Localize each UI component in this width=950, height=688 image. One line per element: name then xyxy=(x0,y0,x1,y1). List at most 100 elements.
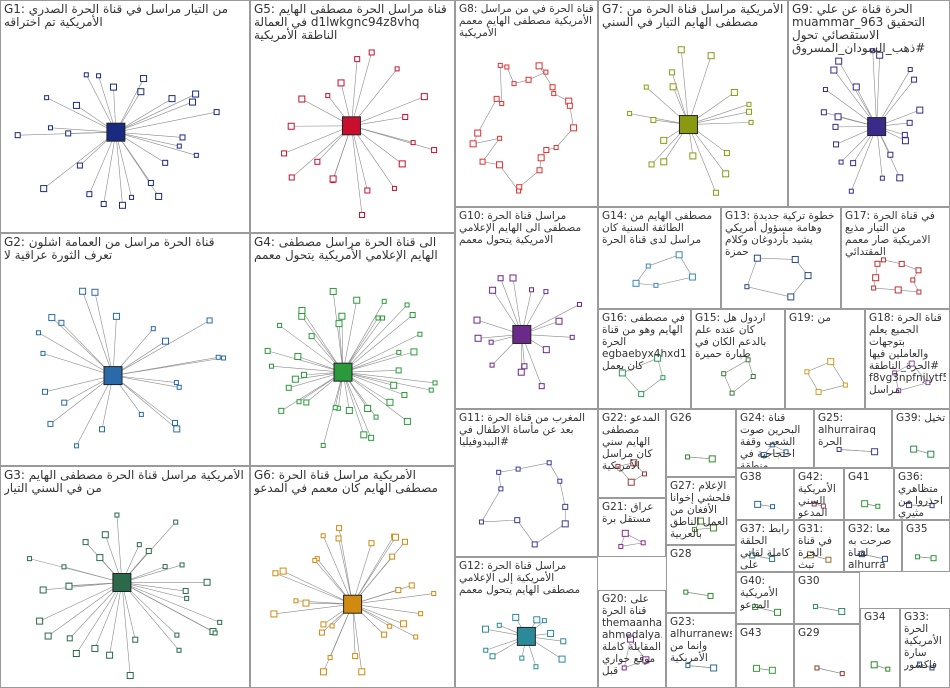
node xyxy=(642,472,646,476)
node xyxy=(359,669,365,675)
edge xyxy=(473,138,500,144)
edge xyxy=(819,385,846,392)
node xyxy=(676,252,682,258)
node xyxy=(670,70,675,75)
node xyxy=(479,520,483,524)
edge xyxy=(757,258,795,259)
node xyxy=(711,665,717,671)
edge xyxy=(113,358,224,376)
node xyxy=(835,114,841,120)
node xyxy=(382,299,386,303)
edge xyxy=(353,594,434,605)
node xyxy=(554,146,558,150)
node xyxy=(470,141,476,147)
node xyxy=(183,589,188,594)
node xyxy=(207,318,212,323)
node xyxy=(708,593,713,598)
node xyxy=(399,161,405,167)
node xyxy=(15,133,20,138)
edge xyxy=(535,524,565,545)
hub-node xyxy=(104,367,122,385)
group-G1: G1: من التيار مراسل في قناة الحرة الصدري… xyxy=(0,0,250,233)
node xyxy=(567,103,572,108)
group-G4: G4: الى قناة الحرة مراسل مصطفى الهايم ال… xyxy=(250,233,455,466)
group-graph xyxy=(599,1,787,206)
node xyxy=(80,288,86,294)
group-label: G29 xyxy=(798,627,856,639)
group-G21: G21: عراق مستقل برة xyxy=(598,498,666,557)
node xyxy=(651,117,656,122)
edge xyxy=(122,582,179,650)
group-G2: G2: قناة الحرة مراسل من العمامة اشلون تع… xyxy=(0,233,250,466)
node xyxy=(731,89,737,95)
node xyxy=(137,543,141,547)
group-label: G36: متظاهري احذروا من مثيري xyxy=(898,471,946,519)
node xyxy=(686,455,690,459)
node xyxy=(299,313,305,319)
node xyxy=(559,656,565,662)
node xyxy=(490,654,495,659)
group-G26: G26 xyxy=(666,409,736,477)
node xyxy=(396,368,401,373)
node xyxy=(321,622,326,627)
node xyxy=(419,612,423,616)
node xyxy=(271,611,277,617)
node xyxy=(119,202,125,208)
node xyxy=(280,568,286,574)
node xyxy=(886,667,890,671)
node xyxy=(489,340,493,344)
node xyxy=(40,587,46,593)
node xyxy=(839,608,845,614)
node xyxy=(686,664,690,668)
node xyxy=(194,153,198,157)
group-graph xyxy=(251,234,454,465)
edge xyxy=(76,376,113,446)
node xyxy=(849,189,853,193)
group-G29: G29 xyxy=(794,624,860,688)
node xyxy=(369,50,374,55)
group-G40: G40: الأمريكية المدعو xyxy=(736,572,794,624)
node xyxy=(628,479,634,485)
edge xyxy=(284,126,351,154)
node xyxy=(365,188,370,193)
group-label: G16: في مصطفى الهايم وهو من قناة الحرة e… xyxy=(602,312,687,372)
hub-node xyxy=(513,325,531,343)
node xyxy=(670,84,676,90)
node xyxy=(853,84,859,90)
node xyxy=(547,461,551,465)
group-label: G31: في قناة الحرة تبث لقطات من xyxy=(798,523,840,572)
group-label: G1: من التيار مراسل في قناة الحرة الصدري… xyxy=(4,3,246,29)
node xyxy=(751,375,755,379)
node xyxy=(931,556,936,561)
node xyxy=(875,261,880,266)
node xyxy=(301,372,306,377)
group-G10: G10: مراسل قناة الحرة مصطفى الى الهايم ا… xyxy=(455,207,598,409)
edge xyxy=(47,98,116,133)
node xyxy=(484,648,488,652)
node xyxy=(336,321,342,327)
group-G14: G14: مصطفى الهايم من الطائفة السنية كان … xyxy=(598,207,721,309)
node xyxy=(289,175,294,180)
group-G16: G16: في مصطفى الهايم وهو من قناة الحرة e… xyxy=(598,309,691,409)
edge xyxy=(351,126,367,191)
edge xyxy=(339,538,353,604)
group-G22: G22: المدعو مصطفى الهايم سني كان مراسل ا… xyxy=(598,409,666,498)
node xyxy=(374,415,378,419)
node xyxy=(690,153,696,159)
group-label: G10: مراسل قناة الحرة مصطفى الى الهايم ا… xyxy=(459,210,594,246)
node xyxy=(360,213,365,218)
node xyxy=(633,280,639,286)
group-G37: G37: رابط الحلقة كاملة لقاتي على xyxy=(736,520,794,572)
node xyxy=(831,67,837,73)
group-label: G25: alhurrairaq الحرة xyxy=(818,412,888,448)
node xyxy=(708,53,714,59)
node xyxy=(346,408,352,414)
group-G17: G17: في قناة الحرة من التيار مذيع الامري… xyxy=(841,207,950,309)
node xyxy=(278,323,282,327)
node xyxy=(873,275,879,281)
node xyxy=(429,388,433,392)
node xyxy=(897,175,903,181)
node xyxy=(661,159,667,165)
edge xyxy=(343,301,384,372)
